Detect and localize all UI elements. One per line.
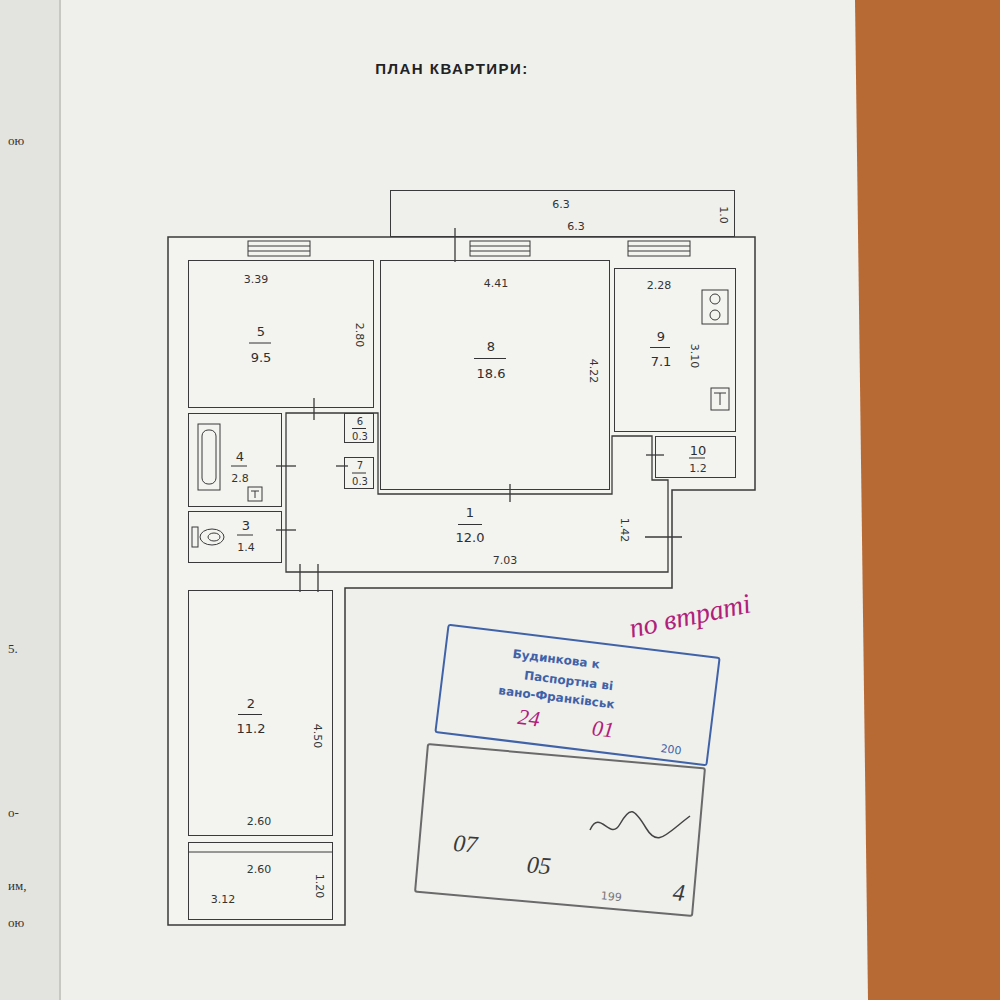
- closet: 60.3: [344, 413, 374, 443]
- corridor-outline: [286, 413, 668, 572]
- room-figure: 7.03: [493, 555, 518, 566]
- room-figure: 6.3: [567, 221, 585, 232]
- room-text: 3: [242, 519, 250, 532]
- outer-wall: [168, 237, 755, 925]
- room-figure: 1.0: [718, 206, 729, 224]
- room-figure: 3.12: [211, 894, 236, 905]
- toilet: [192, 527, 224, 547]
- room-figure: 3.10: [689, 344, 700, 369]
- room-figure: 199: [600, 890, 622, 903]
- washbasin: [248, 487, 262, 501]
- room: 4.41 8 18.6 4.22: [380, 260, 610, 490]
- room-text: 10: [690, 444, 707, 457]
- room: 2 11.2 4.50 2.60: [188, 590, 333, 836]
- balcony: 6.3 6.3 1.0: [390, 190, 735, 237]
- stove: [702, 290, 728, 324]
- room-text: 3.39: [244, 274, 269, 285]
- room-figure: 5: [257, 325, 265, 338]
- room-text: 2: [247, 697, 255, 710]
- room-figure: 12.0: [456, 531, 485, 544]
- room-figure: 01: [591, 717, 616, 742]
- balcony: 2.60 3.12 1.20: [188, 842, 333, 920]
- room-figure: 4.22: [588, 359, 599, 384]
- room-figure: 0.3: [352, 477, 368, 487]
- margin-fragment: им,: [8, 879, 26, 892]
- room-figure: 4.50: [312, 724, 323, 749]
- room-figure: 2.80: [354, 323, 365, 348]
- room: 3.39 5 9.5 2.80: [188, 260, 374, 408]
- room-figure: 2.60: [247, 816, 272, 827]
- room-figure: 1.20: [314, 874, 325, 899]
- margin-fragment: о-: [8, 806, 19, 819]
- signature-scribble: [590, 812, 690, 838]
- room-text: 1: [466, 506, 474, 519]
- room-figure: 8: [487, 340, 495, 353]
- plan-title: ПЛАН КВАРТИРИ:: [375, 61, 529, 76]
- pantry: 101.2: [655, 436, 736, 478]
- room-figure: 05: [526, 852, 552, 878]
- room-figure: 0.3: [352, 432, 368, 442]
- room-text: 6.3: [552, 199, 570, 210]
- room-figure: 18.6: [477, 367, 506, 380]
- margin-fragment: ою: [8, 134, 24, 147]
- corridor: 1 12.0 7.03 1.42: [286, 413, 668, 572]
- room-text: 4.41: [484, 278, 509, 289]
- toilet-room: 31.4: [188, 511, 282, 563]
- room-text: 7: [357, 461, 363, 471]
- page-fold: [59, 0, 61, 1000]
- margin-fragment: 5.: [8, 642, 18, 655]
- door-marks: [276, 228, 682, 592]
- room-figure: 11.2: [237, 722, 266, 735]
- windows: [248, 241, 690, 256]
- paper-sheet: [60, 0, 868, 1000]
- bathtub: [198, 424, 220, 490]
- room-figure: 200: [660, 743, 682, 756]
- room-text: Будинкова к: [512, 648, 601, 671]
- room-figure: 7.1: [651, 355, 672, 368]
- margin-fragment: ою: [8, 916, 24, 929]
- room-figure: 4: [672, 880, 686, 905]
- closet: 70.3: [344, 457, 374, 489]
- room-figure: 2.8: [231, 473, 249, 484]
- room-text: 07: [452, 831, 478, 857]
- handwritten-note: по втраті: [627, 589, 754, 642]
- left-page: [0, 0, 60, 1000]
- room-figure: 1.42: [619, 518, 630, 543]
- room-text: 2.60: [247, 864, 272, 875]
- room-text: 2.28: [647, 280, 672, 291]
- room-figure: 9.5: [251, 351, 272, 364]
- kitchen-sink: [711, 388, 729, 410]
- bathroom: 42.8: [188, 413, 282, 507]
- kitchen: 2.28 9 7.1 3.10: [614, 268, 736, 432]
- room-figure: 24: [517, 706, 542, 731]
- stamp: 07 05 199 4: [414, 743, 706, 917]
- room-figure: 1.4: [237, 542, 255, 553]
- room-text: 4: [236, 450, 244, 463]
- room-text: 6: [357, 417, 363, 427]
- stamp: Будинкова кПаспортна вівано-Франківськ24…: [434, 624, 720, 767]
- balcony-rail: [188, 852, 333, 853]
- fraction-bars: [231, 343, 705, 715]
- room-figure: 9: [657, 330, 665, 343]
- room-figure: 1.2: [689, 463, 707, 474]
